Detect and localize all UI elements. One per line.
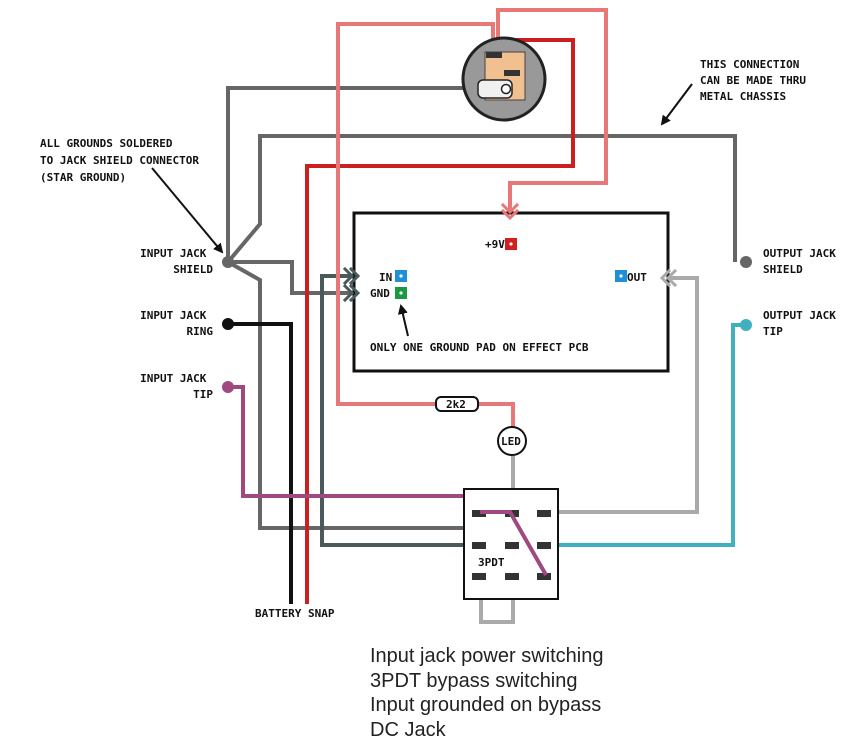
chassis-note-line-1: THIS CONNECTION <box>700 58 799 71</box>
effect-pcb: +9V IN GND OUT ONLY ONE GROUND PAD ON EF… <box>352 211 670 373</box>
star-ground-line-3: (STAR GROUND) <box>40 171 126 184</box>
caption-line-3: Input grounded on bypass <box>370 694 602 716</box>
led-label: LED <box>501 435 521 448</box>
switch-lug <box>472 510 486 517</box>
dc-jack-pin-positive <box>486 52 502 58</box>
switch-lug <box>537 510 551 517</box>
caption-line-4: DC Jack <box>370 718 446 741</box>
switch-label: 3PDT <box>478 556 505 569</box>
wire-resistor-to-led <box>478 402 515 428</box>
input-jack-ring-dot <box>222 318 234 330</box>
input-jack-shield-dot <box>222 256 234 268</box>
input-ring-line-2: RING <box>187 325 214 338</box>
chassis-note: THIS CONNECTION CAN BE MADE THRU METAL C… <box>700 58 813 103</box>
switch-lug <box>505 542 519 549</box>
switch-lug <box>537 542 551 549</box>
pcb-gnd-label: GND <box>370 287 390 300</box>
input-jack-tip-dot <box>222 381 234 393</box>
star-ground-arrow <box>151 167 224 254</box>
3pdt-switch: 3PDT <box>463 488 559 600</box>
pad-arrowheads <box>342 202 678 303</box>
dc-jack-ground-hole <box>500 83 512 95</box>
input-jack-ring-label: INPUT JACK RING <box>140 309 213 338</box>
output-jack-tip-dot <box>740 319 752 331</box>
wire-ground-to-switch <box>227 260 470 530</box>
resistor-2k2: 2k2 <box>435 396 479 412</box>
caption-line-2: 3PDT bypass switching <box>370 669 578 692</box>
dc-jack-pin-red <box>504 70 520 76</box>
chassis-note-arrow <box>660 83 693 126</box>
output-jack-shield-label: OUTPUT JACK SHIELD <box>763 247 842 276</box>
switch-lug <box>472 542 486 549</box>
input-jack-shield-label: INPUT JACK SHIELD <box>140 247 213 276</box>
star-ground-note: ALL GROUNDS SOLDERED TO JACK SHIELD CONN… <box>40 137 206 184</box>
pcb-in-label: IN <box>379 271 392 284</box>
wire-chassis-ground <box>226 134 737 264</box>
pcb-9v-label: +9V <box>485 238 505 251</box>
caption: Input jack power switching 3PDT bypass s… <box>370 644 603 742</box>
resistor-label: 2k2 <box>446 398 466 411</box>
dc-jack <box>461 36 547 122</box>
caption-line-1: Input jack power switching <box>370 645 604 667</box>
input-ring-line-1: INPUT JACK <box>140 309 207 322</box>
wire-input-tip-jumper <box>480 510 548 576</box>
wire-output-tip <box>542 323 745 547</box>
wire-dc-jack-ground <box>226 86 495 262</box>
chassis-note-line-2: CAN BE MADE THRU <box>700 74 806 87</box>
star-ground-line-1: ALL GROUNDS SOLDERED <box>40 137 173 150</box>
wire-out-to-switch <box>542 276 699 514</box>
pcb-note-arrow <box>397 304 409 337</box>
wire-battery-negative <box>228 322 293 604</box>
switch-lug <box>505 573 519 580</box>
input-shield-line-2: SHIELD <box>173 263 213 276</box>
chassis-note-line-3: METAL CHASSIS <box>700 90 786 103</box>
ground-wires <box>226 86 737 530</box>
output-jack-shield-dot <box>740 256 752 268</box>
pcb-note: ONLY ONE GROUND PAD ON EFFECT PCB <box>370 341 589 354</box>
output-jack-tip-label: OUTPUT JACK TIP <box>763 309 842 338</box>
switch-lug <box>537 573 551 580</box>
wire-led-pink <box>336 22 495 406</box>
switch-lug <box>472 573 486 580</box>
pcb-out-label: OUT <box>627 271 647 284</box>
output-tip-line-2: TIP <box>763 325 783 338</box>
output-tip-line-1: OUTPUT JACK <box>763 309 836 322</box>
output-shield-line-1: OUTPUT JACK <box>763 247 836 260</box>
input-tip-line-1: INPUT JACK <box>140 372 207 385</box>
led: LED <box>497 426 527 456</box>
input-tip-line-2: TIP <box>193 388 213 401</box>
output-shield-line-2: SHIELD <box>763 263 803 276</box>
input-shield-line-1: INPUT JACK <box>140 247 207 260</box>
input-jack-tip-label: INPUT JACK TIP <box>140 372 213 401</box>
star-ground-line-2: TO JACK SHIELD CONNECTOR <box>40 154 199 167</box>
battery-snap-label: BATTERY SNAP <box>255 607 335 620</box>
wire-dc-positive <box>496 8 608 215</box>
